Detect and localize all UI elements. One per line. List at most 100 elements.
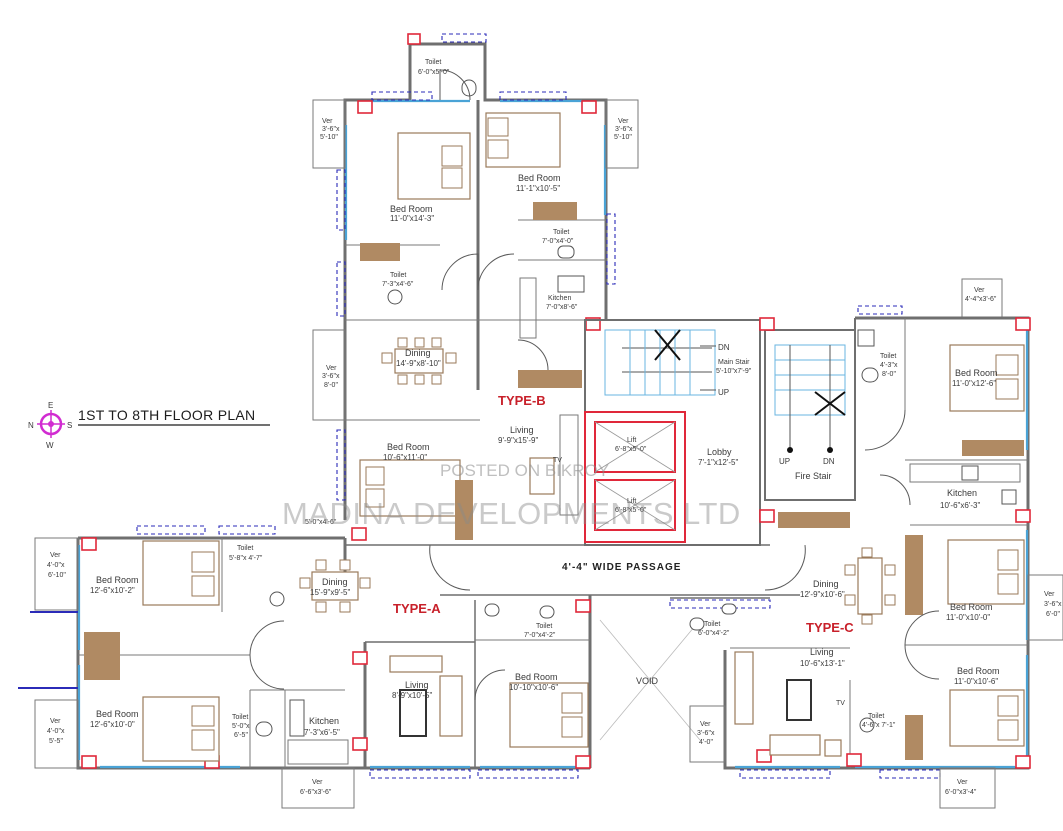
type-a-bed-bot-dim: 12'-6"x10'-0" (90, 720, 135, 729)
lift-1-dim: 6'-8"x5'-0" (615, 446, 647, 453)
type-b-kitchen-name: Kitchen (548, 295, 571, 302)
type-b-labels: Toilet 6'-0"x5'-0" Ver 3'-6"x 5'-10" Ver… (305, 59, 633, 526)
type-c-toilet-top-dim2: 8'-0" (882, 371, 896, 378)
type-c-dining-dim: 12'-9"x10'-6" (800, 590, 845, 599)
type-b-ver-right-dim1: 3'-6"x (615, 126, 633, 133)
type-a-bed-top-dim: 12'-6"x10'-2" (90, 586, 135, 595)
compass-w-label: W (46, 441, 54, 450)
main-stair-dim: 5'-10"x7'-9" (716, 368, 752, 375)
type-c-ver-top-name: Ver (974, 287, 985, 294)
type-c-bed-bot-dim: 11'-0"x10'-6" (954, 677, 998, 686)
type-a-bed-right-name: Bed Room (515, 672, 558, 682)
plan-title: 1ST TO 8TH FLOOR PLAN (78, 407, 255, 423)
type-c-ver-bottom-dim: 6'-0"x3'-4" (945, 789, 977, 796)
core-structure: DN UP Main Stair 5'-10"x7'-9" Lift 6'-8"… (584, 317, 856, 546)
type-a-dining-dim: 15'-9"x9'-5" (310, 588, 350, 597)
type-c-furniture (689, 329, 1025, 760)
type-b-bed-lower-dim: 10'-6"x11'-0" (383, 453, 427, 462)
type-c-ver-top-dim: 4'-4"x3'-6" (965, 296, 997, 303)
type-a-labels: Ver 4'-0"x 6'-10" Ver 4'-0"x 5'-5" Bed R… (47, 545, 558, 796)
type-a-toilet-top-dim: 5'-8"x 4'-7" (229, 555, 263, 562)
type-a-toilet-mid-name: Toilet (536, 623, 552, 630)
type-a-bed-top-name: Bed Room (96, 575, 139, 585)
type-c-bed-top-name: Bed Room (955, 368, 998, 378)
type-b-walls (312, 33, 639, 541)
wide-passage: 4'-4" WIDE PASSAGE (345, 544, 806, 596)
sofa-icon (734, 651, 754, 725)
type-b-dining-dim: 14'-9"x8'-10" (396, 359, 441, 368)
type-a-bed-bot-name: Bed Room (96, 709, 139, 719)
type-c-ver-right-name: Ver (1044, 591, 1055, 598)
type-c-ver-left-name: Ver (700, 721, 711, 728)
type-c-bed-mid-dim: 11'-0"x10'-0" (946, 613, 990, 622)
dining-table-icon (299, 559, 371, 613)
lift-2-dim: 6'-8"x5'-0" (615, 507, 647, 514)
type-b-kitchen-dim: 7'-0"x8'-6" (546, 304, 578, 311)
type-a-bed-right-dim: 10'-10"x10'-6" (509, 683, 558, 692)
type-b-toilet-right-name: Toilet (553, 229, 569, 236)
type-b-toilet-left-name: Toilet (390, 272, 406, 279)
type-b-ver-right-name: Ver (618, 118, 629, 125)
lift-1-name: Lift (627, 437, 636, 444)
watermark-line-1: POSTED ON BIKROY (440, 461, 609, 480)
passage-label: 4'-4" WIDE PASSAGE (562, 562, 681, 573)
coffee-table-icon (529, 457, 555, 495)
type-a-kitchen-name: Kitchen (309, 716, 339, 726)
type-b-bed-right-name: Bed Room (518, 173, 561, 183)
type-b-bed-left-name: Bed Room (390, 204, 433, 214)
type-b-bed-lower-name: Bed Room (387, 442, 430, 452)
type-b-ver-left-name: Ver (322, 118, 333, 125)
type-b-toilet-top-name: Toilet (425, 59, 441, 66)
type-c-label: TYPE-C (806, 620, 854, 635)
type-c-walls (669, 278, 1063, 809)
type-b-furniture (359, 69, 585, 540)
type-c-toilet-bot-dim: 4'-6"x 7'-1" (862, 722, 896, 729)
type-a-toilet-bot-dim2: 6'-5" (234, 732, 248, 739)
type-b-living-dim: 9'-9"x15'-9" (498, 436, 538, 445)
compass-icon: E N S W (28, 401, 72, 450)
void-area: VOID (599, 619, 701, 741)
type-b-label: TYPE-B (498, 393, 546, 408)
type-b-ver-mid-dim2: 8'-0" (324, 382, 338, 389)
type-b-toilet-top-dim: 6'-0"x5'-0" (418, 69, 450, 76)
type-b-toilet-right-dim: 7'-0"x4'-0" (542, 238, 574, 245)
type-c-ver-left-dim1: 3'-6"x (697, 730, 715, 737)
type-a-ver-left-top-dim2: 6'-10" (48, 572, 66, 579)
type-b-toilet-left-dim: 7'-3"x4'-6" (382, 281, 414, 288)
type-c-labels: Ver 4'-4"x3'-6" Toilet 4'-3"x 8'-0" Bed … (697, 287, 1062, 796)
type-b-ver-small-dim: 5'-0"x4'-6" (305, 519, 337, 526)
type-c-bed-mid-name: Bed Room (950, 602, 993, 612)
type-b-living-name: Living (510, 425, 534, 435)
type-c-living-name: Living (810, 647, 834, 657)
fire-stair-dn: DN (823, 457, 835, 466)
type-c-dining-name: Dining (813, 579, 839, 589)
type-b-ver-right-dim2: 5'-10" (614, 134, 632, 141)
type-c-kitchen-name: Kitchen (947, 488, 977, 498)
type-a-toilet-bot-dim1: 5'-0"x (232, 723, 250, 730)
type-b-bed-left-dim: 11'-0"x14'-3" (390, 214, 434, 223)
type-a-walls (18, 525, 592, 809)
type-b-dining-name: Dining (405, 348, 431, 358)
type-c-ver-right-dim2: 6'-0" (1046, 611, 1060, 618)
type-a-toilet-top-name: Toilet (237, 545, 253, 552)
type-c-ver-left-dim2: 4'-0" (699, 739, 713, 746)
type-c-toilet-top-dim1: 4'-3"x (880, 362, 898, 369)
type-b-ver-left-dim1: 3'-6"x (322, 126, 340, 133)
type-c-ver-right-dim1: 3'-6"x (1044, 601, 1062, 608)
type-a-living-name: Living (405, 680, 429, 690)
sofa-icon (389, 655, 443, 673)
type-c-toilet-mid-dim: 6'-0"x4'-2" (698, 630, 730, 637)
type-c-toilet-top-name: Toilet (880, 353, 896, 360)
type-c-toilet-bot-name: Toilet (868, 713, 884, 720)
type-a-ver-left-top-dim1: 4'-0"x (47, 562, 65, 569)
lobby-dim: 7'-1"x12'-5" (698, 458, 738, 467)
watermark-line-2: MADINA DEVELOPMENTS LTD (282, 496, 741, 531)
type-a-ver-left-bot-name: Ver (50, 718, 61, 725)
type-a-living-dim: 8'-9"x10'-5" (392, 691, 432, 700)
type-a-toilet-bot-name: Toilet (232, 714, 248, 721)
main-stair-dn: DN (718, 343, 730, 352)
type-b-ver-mid-name: Ver (326, 365, 337, 372)
dining-table-icon (844, 547, 896, 625)
type-a-kitchen-dim: 7'-3"x6'-5" (304, 728, 340, 737)
